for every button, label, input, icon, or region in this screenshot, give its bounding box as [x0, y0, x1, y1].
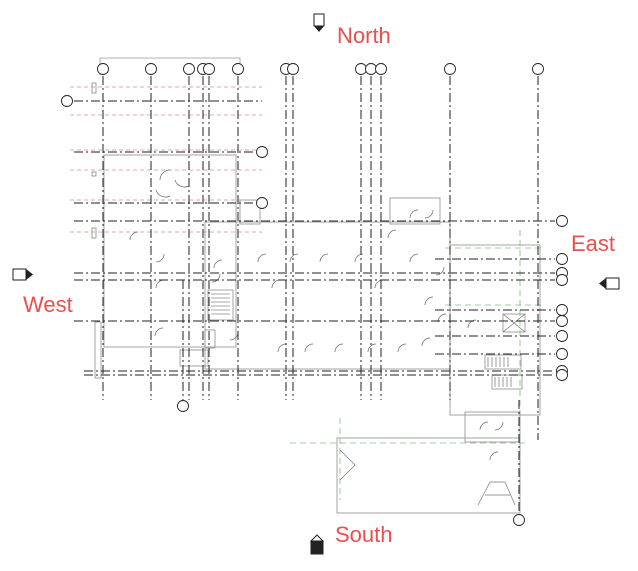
vertical-grid-lines [102, 76, 539, 514]
top-boundary-outline [99, 57, 241, 75]
room-details [91, 82, 526, 506]
north-elevation-marker-icon [313, 13, 325, 32]
green-boundary-lines [290, 230, 545, 505]
grid-bubbles [61, 63, 568, 526]
red-reference-lines [70, 86, 262, 233]
south-elevation-marker-icon [309, 534, 325, 555]
east-label: East [571, 231, 616, 256]
horizontal-grid-lines [74, 100, 555, 376]
stair-treads [211, 293, 512, 387]
south-label: South [335, 522, 393, 547]
west-label: West [23, 292, 73, 317]
north-label: North [337, 23, 391, 48]
wall-outlines [94, 154, 541, 514]
east-elevation-marker-icon [599, 277, 620, 290]
west-elevation-marker-icon [12, 268, 33, 281]
door-swings [129, 169, 504, 461]
